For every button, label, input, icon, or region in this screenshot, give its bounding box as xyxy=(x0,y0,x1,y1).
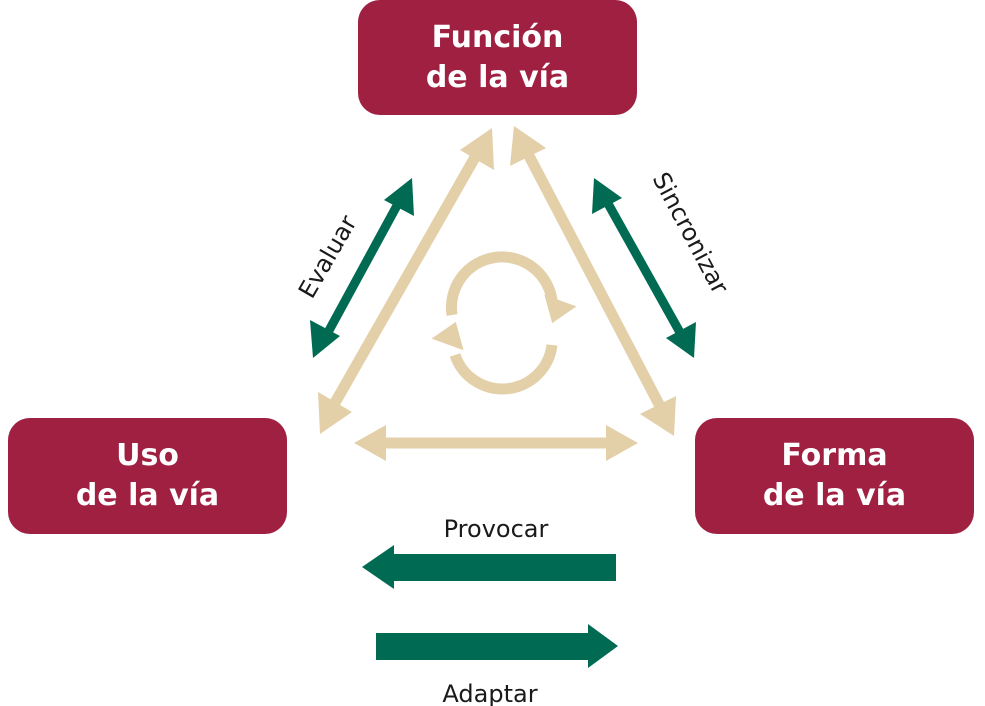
node-uso-de-la-via: Uso de la vía xyxy=(8,418,287,534)
node-right-line2: de la vía xyxy=(762,478,907,513)
green-arrow-sincronizar xyxy=(592,178,696,358)
node-left-line2: de la vía xyxy=(75,478,220,513)
label-provocar: Provocar xyxy=(444,515,549,543)
label-adaptar: Adaptar xyxy=(442,680,537,706)
node-left-line1: Uso xyxy=(116,438,179,473)
adaptar-arrow xyxy=(376,624,618,668)
beige-arrows xyxy=(318,126,676,461)
beige-arrow-left-side xyxy=(318,128,494,434)
refresh-cycle-icon xyxy=(431,251,577,395)
provocar-arrow xyxy=(362,545,616,589)
beige-arrow-bottom-side xyxy=(354,425,638,461)
label-sincronizar: Sincronizar xyxy=(647,168,734,299)
node-funcion-de-la-via: Función de la vía xyxy=(358,0,637,115)
node-top-line2: de la vía xyxy=(425,59,570,95)
green-arrow-evaluar xyxy=(310,178,414,358)
node-right-line1: Forma xyxy=(781,438,888,473)
beige-arrow-right-side xyxy=(510,126,676,436)
node-top-line1: Función xyxy=(431,19,564,55)
node-forma-de-la-via: Forma de la vía xyxy=(695,418,974,534)
